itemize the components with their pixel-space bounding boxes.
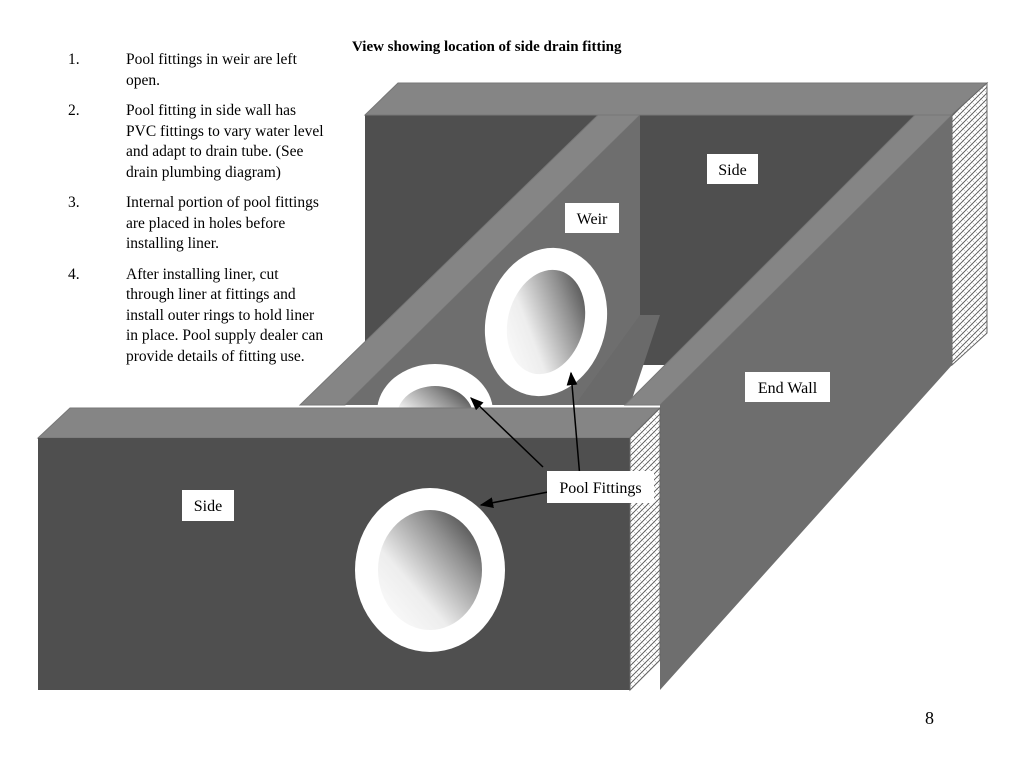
label-side-back: Side	[707, 154, 758, 184]
note-item: 2. Pool fitting in side wall has PVC fit…	[68, 101, 328, 183]
weir-fitting-upper	[484, 247, 608, 397]
note-number: 3.	[68, 194, 80, 211]
diagram-title: View showing location of side drain fitt…	[352, 39, 622, 55]
side-drain-fitting	[355, 488, 505, 652]
note-text: Internal portion of pool fittings are pl…	[126, 194, 319, 252]
label-end-wall: End Wall	[745, 372, 830, 402]
end-wall	[623, 114, 954, 690]
note-item: 1. Pool fittings in weir are left open.	[68, 50, 328, 91]
fitting-arrows	[470, 371, 581, 508]
notes-list: 1. Pool fittings in weir are left open. …	[68, 50, 328, 377]
front-side-wall	[36, 406, 662, 692]
label-side-back-text: Side	[718, 162, 746, 179]
page-number: 8	[925, 708, 934, 728]
note-text: After installing liner, cut through line…	[126, 265, 324, 365]
note-item: 3. Internal portion of pool fittings are…	[68, 193, 328, 255]
label-side-front-text: Side	[194, 498, 222, 515]
note-number: 4.	[68, 265, 80, 283]
note-number: 2.	[68, 102, 80, 119]
label-weir-text: Weir	[577, 211, 608, 228]
note-item: 4. After installing liner, cut through l…	[68, 265, 328, 368]
label-end-wall-text: End Wall	[758, 380, 818, 397]
note-text: Pool fittings in weir are left open.	[126, 51, 297, 89]
label-pool-fittings-text: Pool Fittings	[559, 480, 641, 497]
label-weir: Weir	[565, 203, 619, 233]
label-side-front: Side	[182, 490, 234, 521]
note-number: 1.	[68, 51, 80, 68]
note-text: Pool fitting in side wall has PVC fittin…	[126, 102, 324, 181]
label-pool-fittings: Pool Fittings	[547, 471, 654, 503]
